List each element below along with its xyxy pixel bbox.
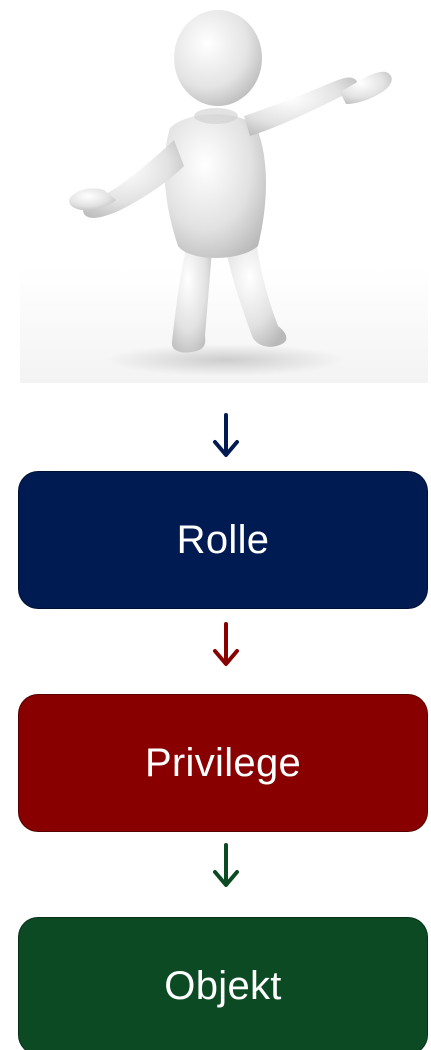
role-label: Rolle <box>176 517 270 562</box>
down-arrow-icon <box>211 843 241 889</box>
down-arrow-icon <box>211 622 241 668</box>
object-box: Objekt <box>18 917 428 1050</box>
down-arrow-icon <box>211 413 241 459</box>
role-box: Rolle <box>18 471 428 609</box>
person-figure-icon <box>20 0 428 383</box>
privilege-box: Privilege <box>18 694 428 832</box>
privilege-label: Privilege <box>144 740 302 785</box>
object-label: Objekt <box>164 963 282 1008</box>
